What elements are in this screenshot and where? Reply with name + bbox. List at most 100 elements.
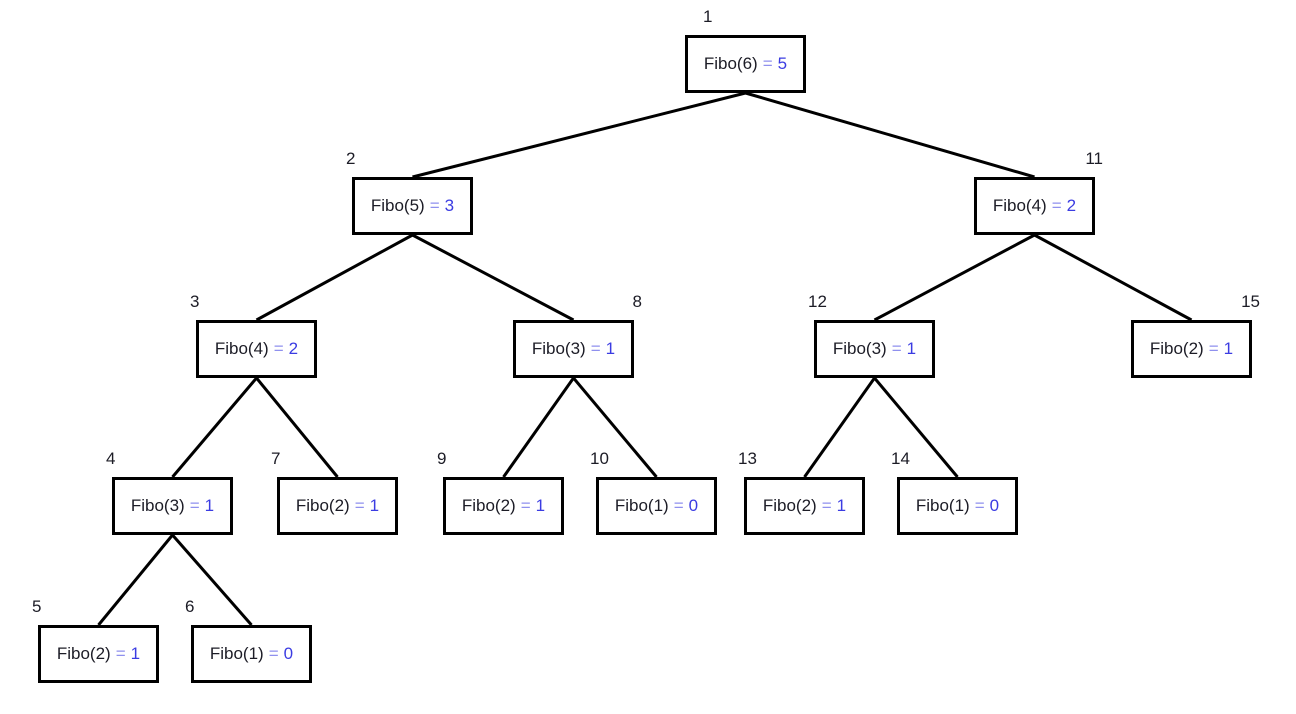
equals-sign: = — [673, 496, 684, 515]
call-order-label: 15 — [1241, 292, 1260, 311]
edge-3-7 — [255, 377, 339, 478]
fibo-value: 1 — [130, 644, 141, 663]
fibo-value: 1 — [1223, 339, 1234, 358]
fibo-call-node: 15 Fibo(2) = 1 — [1131, 292, 1260, 378]
fibo-call-text: Fibo(6) — [703, 54, 758, 73]
fibo-node-box: Fibo(6) = 5 — [685, 35, 806, 93]
call-order-label: 7 — [271, 449, 281, 468]
fibo-call-node: 10 Fibo(1) = 0 — [590, 449, 717, 535]
edge-12-14 — [873, 377, 959, 478]
fibo-call-node: 1 Fibo(6) = 5 — [685, 7, 806, 93]
fibo-value: 0 — [283, 644, 294, 663]
call-order-label: 2 — [346, 149, 356, 168]
edge-2-8 — [411, 233, 575, 322]
fibo-node-box: Fibo(3) = 1 — [112, 477, 233, 535]
fibo-node-box: Fibo(4) = 2 — [974, 177, 1095, 235]
fibo-node-box: Fibo(4) = 2 — [196, 320, 317, 378]
fibo-call-node: 5 Fibo(2) = 1 — [32, 597, 159, 683]
fibo-value: 3 — [444, 196, 455, 215]
fibo-node-box: Fibo(1) = 0 — [897, 477, 1018, 535]
call-order-label: 3 — [190, 292, 200, 311]
equals-sign: = — [1208, 339, 1219, 358]
equals-sign: = — [268, 644, 279, 663]
fibo-call-node: 12 Fibo(3) = 1 — [808, 292, 935, 378]
fibo-node-box: Fibo(2) = 1 — [277, 477, 398, 535]
fibo-call-node: 4 Fibo(3) = 1 — [106, 449, 233, 535]
fibo-call-text: Fibo(2) — [461, 496, 516, 515]
fibo-call-text: Fibo(3) — [130, 496, 185, 515]
equals-sign: = — [189, 496, 200, 515]
edge-11-12 — [873, 233, 1036, 322]
edge-4-5 — [97, 534, 174, 626]
equals-sign: = — [115, 644, 126, 663]
call-order-label: 12 — [808, 292, 827, 311]
equals-sign: = — [354, 496, 365, 515]
call-order-label: 9 — [437, 449, 447, 468]
call-order-label: 4 — [106, 449, 116, 468]
fibo-call-node: 3 Fibo(4) = 2 — [190, 292, 317, 378]
fibo-value: 1 — [605, 339, 616, 358]
call-order-label: 1 — [703, 7, 713, 26]
equals-sign: = — [891, 339, 902, 358]
fibo-call-text: Fibo(1) — [209, 644, 264, 663]
call-order-label: 6 — [185, 597, 195, 616]
fibo-call-node: 11 Fibo(4) = 2 — [974, 149, 1103, 235]
fibo-value: 1 — [535, 496, 546, 515]
fibo-node-box: Fibo(1) = 0 — [596, 477, 717, 535]
call-order-label: 13 — [738, 449, 757, 468]
fibo-call-text: Fibo(1) — [915, 496, 970, 515]
fibo-call-text: Fibo(3) — [832, 339, 887, 358]
fibo-call-text: Fibo(2) — [295, 496, 350, 515]
fibo-node-box: Fibo(1) = 0 — [191, 625, 312, 683]
fibo-value: 5 — [777, 54, 788, 73]
equals-sign: = — [762, 54, 773, 73]
edge-11-15 — [1033, 233, 1193, 322]
call-order-label: 5 — [32, 597, 42, 616]
fibo-node-box: Fibo(2) = 1 — [744, 477, 865, 535]
equals-sign: = — [821, 496, 832, 515]
fibo-call-text: Fibo(3) — [531, 339, 586, 358]
equals-sign: = — [429, 196, 440, 215]
edge-3-4 — [171, 377, 258, 478]
fibo-value: 1 — [369, 496, 380, 515]
edge-2-3 — [255, 233, 414, 322]
edge-4-6 — [171, 534, 253, 626]
fibo-node-box: Fibo(2) = 1 — [38, 625, 159, 683]
fibo-value: 1 — [906, 339, 917, 358]
fibo-call-node: 13 Fibo(2) = 1 — [738, 449, 865, 535]
fibo-node-box: Fibo(3) = 1 — [814, 320, 935, 378]
fibo-call-text: Fibo(1) — [614, 496, 669, 515]
call-order-label: 10 — [590, 449, 609, 468]
edge-8-9 — [502, 377, 575, 478]
fibo-call-text: Fibo(2) — [56, 644, 111, 663]
fibo-call-node: 7 Fibo(2) = 1 — [271, 449, 398, 535]
call-order-label: 8 — [632, 292, 642, 311]
fibo-value: 1 — [836, 496, 847, 515]
fibo-call-text: Fibo(2) — [1149, 339, 1204, 358]
edge-1-11 — [745, 91, 1035, 179]
edge-8-10 — [572, 377, 658, 478]
call-order-label: 11 — [1085, 149, 1103, 168]
fibo-value: 0 — [688, 496, 699, 515]
fibo-call-node: 2 Fibo(5) = 3 — [346, 149, 473, 235]
equals-sign: = — [1051, 196, 1062, 215]
fibo-call-node: 14 Fibo(1) = 0 — [891, 449, 1018, 535]
fibo-value: 0 — [989, 496, 1000, 515]
equals-sign: = — [520, 496, 531, 515]
fibo-call-node: 6 Fibo(1) = 0 — [185, 597, 312, 683]
fibo-call-node: 9 Fibo(2) = 1 — [437, 449, 564, 535]
fibo-call-text: Fibo(4) — [992, 196, 1047, 215]
edge-1-2 — [412, 91, 746, 179]
edge-12-13 — [803, 377, 876, 478]
equals-sign: = — [974, 496, 985, 515]
call-order-label: 14 — [891, 449, 910, 468]
fibo-value: 1 — [204, 496, 215, 515]
fibo-call-text: Fibo(2) — [762, 496, 817, 515]
equals-sign: = — [273, 339, 284, 358]
fibo-call-node: 8 Fibo(3) = 1 — [513, 292, 642, 378]
fibo-call-text: Fibo(5) — [370, 196, 425, 215]
fibo-node-box: Fibo(2) = 1 — [1131, 320, 1252, 378]
fibo-value: 2 — [1066, 196, 1077, 215]
